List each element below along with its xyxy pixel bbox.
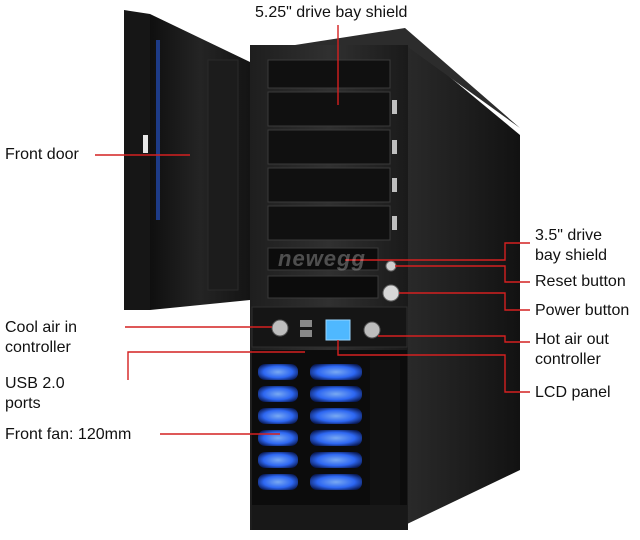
label-front-door: Front door — [5, 146, 79, 163]
hot-air-knob — [363, 321, 381, 339]
watermark: newegg — [278, 246, 366, 271]
front-door — [124, 10, 150, 310]
leader-hot-air — [378, 335, 530, 343]
leader-power — [399, 292, 530, 311]
leader-lcd — [337, 340, 530, 393]
label-lcd-panel: LCD panel — [535, 384, 611, 401]
drive-bays-525 — [267, 59, 391, 241]
label-hot-air-out-controller: Hot air out controller — [535, 331, 609, 368]
label-power-button: Power button — [535, 302, 630, 319]
drive-bay-35 — [267, 247, 379, 271]
label-front-fan: Front fan: 120mm — [5, 426, 132, 443]
leader-drive-35 — [345, 242, 530, 261]
label-usb-ports: USB 2.0 ports — [5, 375, 65, 412]
side-panel — [405, 40, 520, 525]
usb-ports — [300, 320, 312, 327]
cool-air-knob — [271, 319, 289, 337]
label-reset-button: Reset button — [535, 273, 626, 290]
label-cool-air-in-controller: Cool air in controller — [5, 319, 78, 356]
fan-vents — [258, 364, 362, 490]
label-525-drive-bay-shield: 5.25" drive bay shield — [255, 4, 408, 21]
leader-usb — [127, 351, 305, 380]
label-35-drive-bay-shield: 3.5" drive bay shield — [535, 227, 608, 264]
leader-reset — [395, 265, 530, 283]
